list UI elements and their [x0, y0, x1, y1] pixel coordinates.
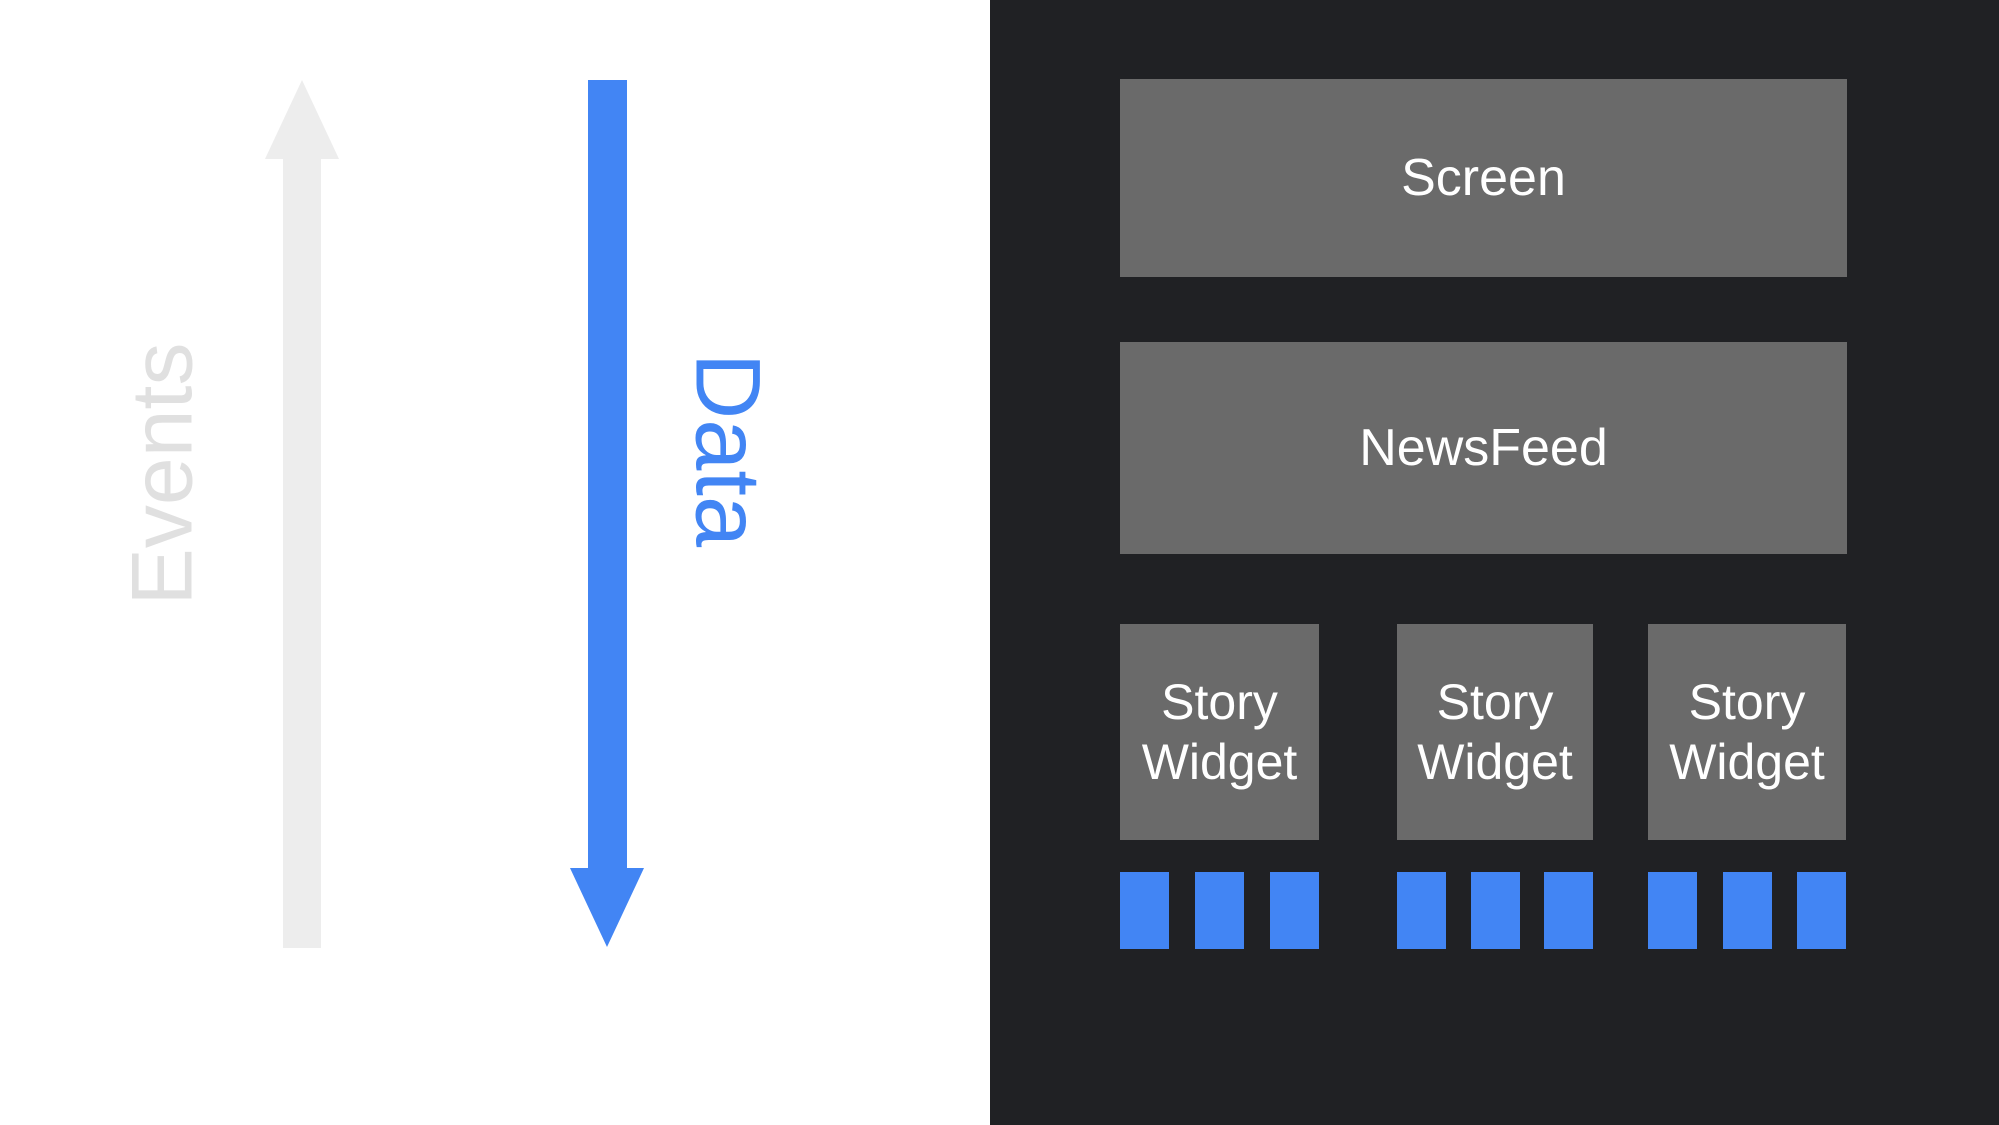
story-data-square	[1797, 872, 1846, 949]
story-data-square	[1470, 872, 1520, 949]
story-data-square	[1397, 872, 1446, 949]
newsfeed-box: NewsFeed	[1120, 342, 1847, 554]
story-widget-box-3: Story Widget	[1648, 624, 1846, 840]
story-widget-label: Story Widget	[1141, 674, 1298, 790]
data-down-arrow-icon	[570, 80, 644, 947]
story-data-square	[1270, 872, 1319, 949]
story-data-square	[1120, 872, 1169, 949]
story-data-squares-3	[1648, 872, 1846, 949]
story-widget-label: Story Widget	[1669, 674, 1825, 790]
story-widget-box-2: Story Widget	[1397, 624, 1593, 840]
newsfeed-box-label: NewsFeed	[1359, 418, 1608, 477]
story-data-square	[1544, 872, 1593, 949]
data-label: Data	[676, 352, 779, 548]
story-data-square	[1648, 872, 1697, 949]
left-panel: Events Data	[0, 0, 990, 1125]
story-data-squares-2	[1397, 872, 1593, 949]
widget-tree-panel: Screen NewsFeed Story Widget Story Widge…	[990, 0, 1999, 1125]
screen-box-label: Screen	[1401, 148, 1566, 207]
events-up-arrow-icon	[265, 80, 339, 948]
story-data-square	[1722, 872, 1772, 949]
story-widget-label: Story Widget	[1417, 674, 1573, 790]
events-label: Events	[114, 342, 211, 606]
story-data-square	[1195, 872, 1244, 949]
story-data-squares-1	[1120, 872, 1319, 949]
screen-box: Screen	[1120, 79, 1847, 277]
story-widget-box-1: Story Widget	[1120, 624, 1319, 840]
